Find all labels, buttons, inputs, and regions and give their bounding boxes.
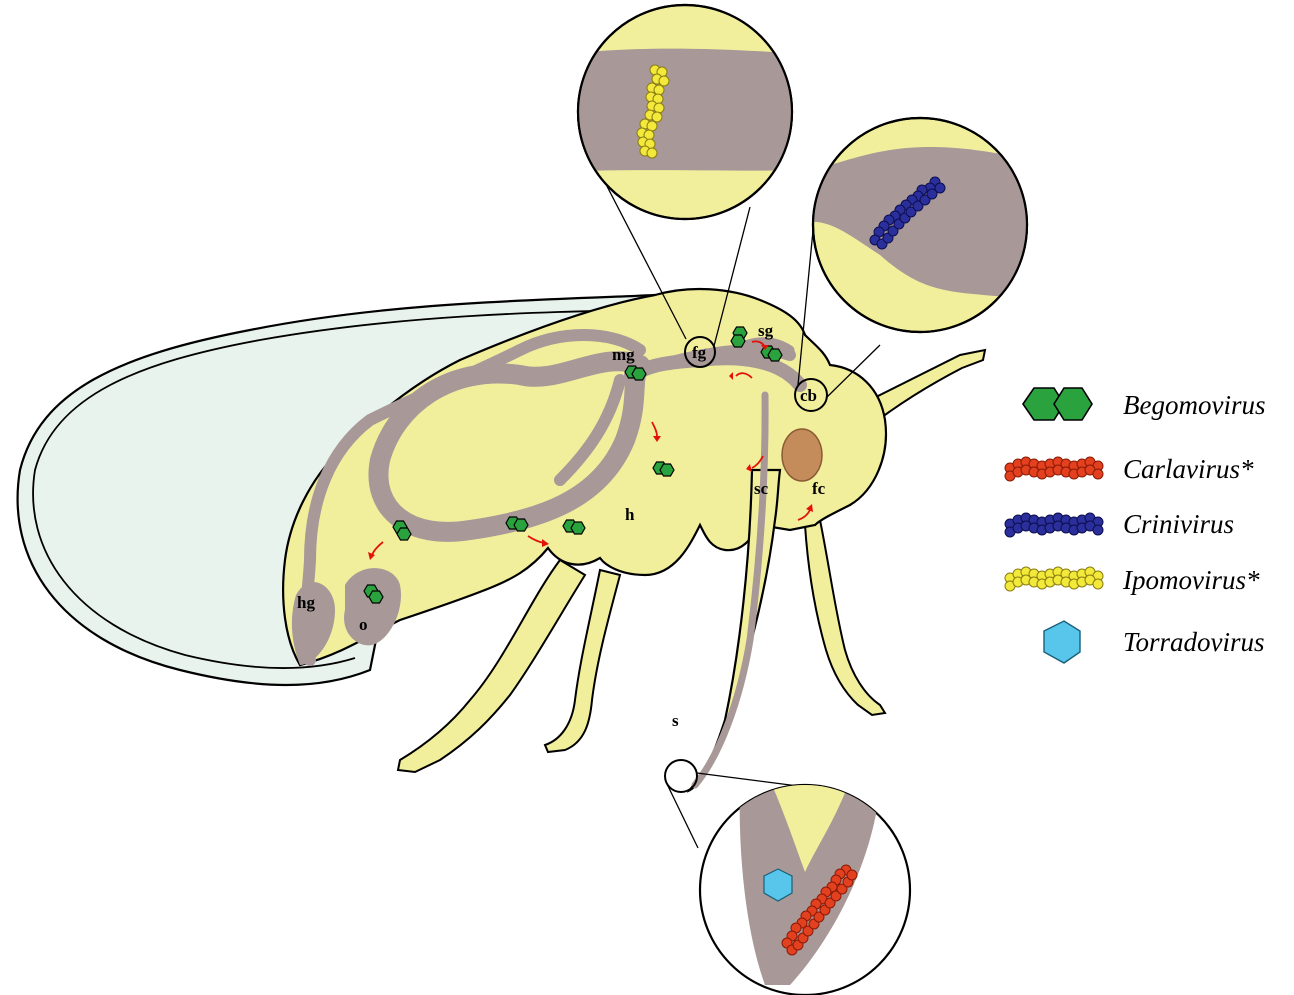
legend-item-carlavirus: Carlavirus* (1005, 454, 1254, 484)
label-cibarium: cb (800, 386, 817, 405)
twin-hexagon-icon (1023, 388, 1092, 420)
label-stylet: s (672, 711, 679, 730)
label-ovary: o (359, 615, 368, 634)
begomovirus-icon (653, 462, 674, 476)
legend-item-ipomovirus: Ipomovirus* (1005, 565, 1260, 595)
front-leg (805, 520, 885, 715)
hexagon-icon (1044, 621, 1080, 663)
legend-item-crinivirus: Crinivirus (1005, 509, 1234, 539)
label-filter-chamber: fc (812, 479, 826, 498)
legend-label-carlavirus: Carlavirus* (1123, 454, 1254, 484)
label-foregut: fg (692, 343, 707, 362)
antenna (870, 350, 985, 420)
stylet-tip-zoom (700, 785, 910, 995)
foregut-zoom (560, 5, 820, 219)
legend-item-begomovirus: Begomovirus (1023, 388, 1265, 420)
label-salivary-gland: sg (758, 321, 774, 340)
label-stylet-canal: sc (754, 479, 769, 498)
label-hindgut: hg (297, 593, 315, 612)
label-midgut: mg (612, 345, 635, 364)
cibarium-zoom (810, 118, 1030, 332)
stylet-tip-marker (665, 760, 697, 792)
label-haemolymph: h (625, 505, 635, 524)
begomovirus-icon (563, 520, 585, 534)
legend-item-torradovirus: Torradovirus (1044, 621, 1265, 663)
filament-icon (1005, 457, 1103, 481)
filament-icon (1005, 513, 1103, 537)
legend-label-torradovirus: Torradovirus (1123, 627, 1265, 657)
legend-label-crinivirus: Crinivirus (1123, 509, 1234, 539)
legend-label-ipomovirus: Ipomovirus* (1122, 565, 1260, 595)
filament-icon (1005, 567, 1103, 591)
legend: Begomovirus Carlavirus* Criniv (1005, 388, 1265, 663)
ovary (344, 568, 401, 645)
filter-chamber (782, 429, 822, 481)
begomovirus-icon (506, 517, 528, 531)
legend-label-begomovirus: Begomovirus (1123, 390, 1265, 420)
begomovirus-icon (625, 366, 646, 380)
